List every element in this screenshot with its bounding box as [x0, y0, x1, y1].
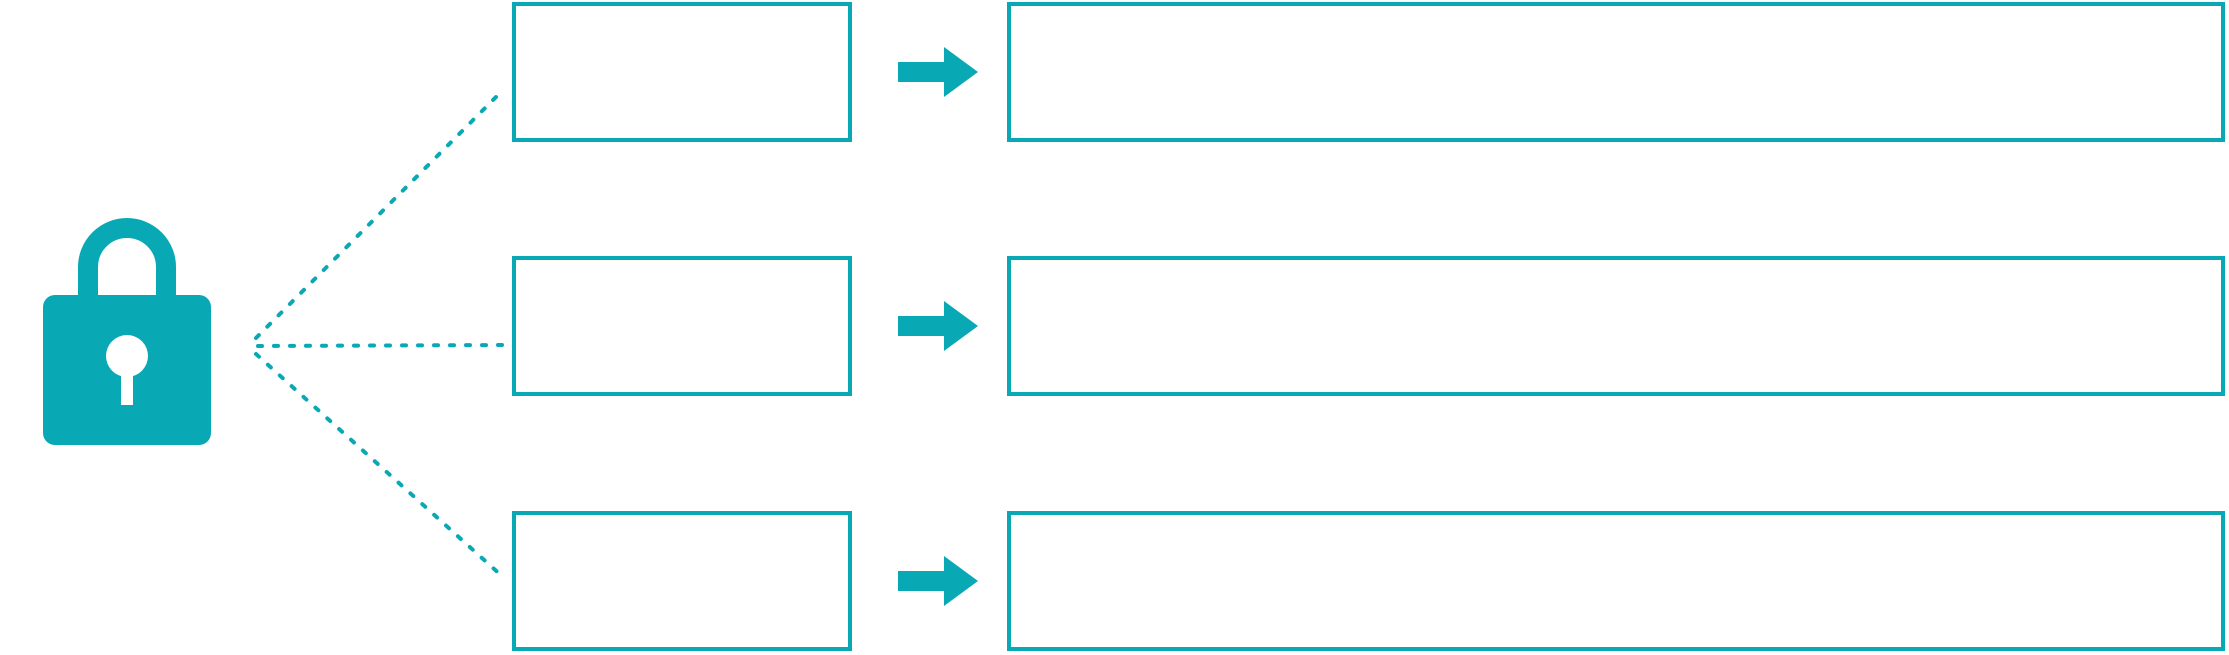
keyhole-stem: [121, 356, 133, 405]
arrow-right-shape: [898, 556, 978, 606]
dotted-connector-middle: [256, 343, 507, 348]
target-box-bottom: [1007, 511, 2225, 651]
dotted-connector-top: [254, 88, 505, 340]
arrow-right-icon: [898, 46, 978, 98]
dotted-connector-bottom: [254, 352, 505, 579]
arrow-right-icon: [898, 555, 978, 607]
source-box-bottom: [512, 511, 852, 651]
target-box-top: [1007, 2, 2225, 142]
source-box-top: [512, 2, 852, 142]
lock-body: [43, 295, 211, 445]
lock-shackle: [78, 218, 176, 315]
source-box-middle: [512, 256, 852, 396]
arrow-right-shape: [898, 301, 978, 351]
arrow-right-shape: [898, 47, 978, 97]
keyhole-icon: [106, 335, 148, 377]
arrow-right-icon: [898, 300, 978, 352]
lock-icon: [43, 218, 211, 445]
target-box-middle: [1007, 256, 2225, 396]
